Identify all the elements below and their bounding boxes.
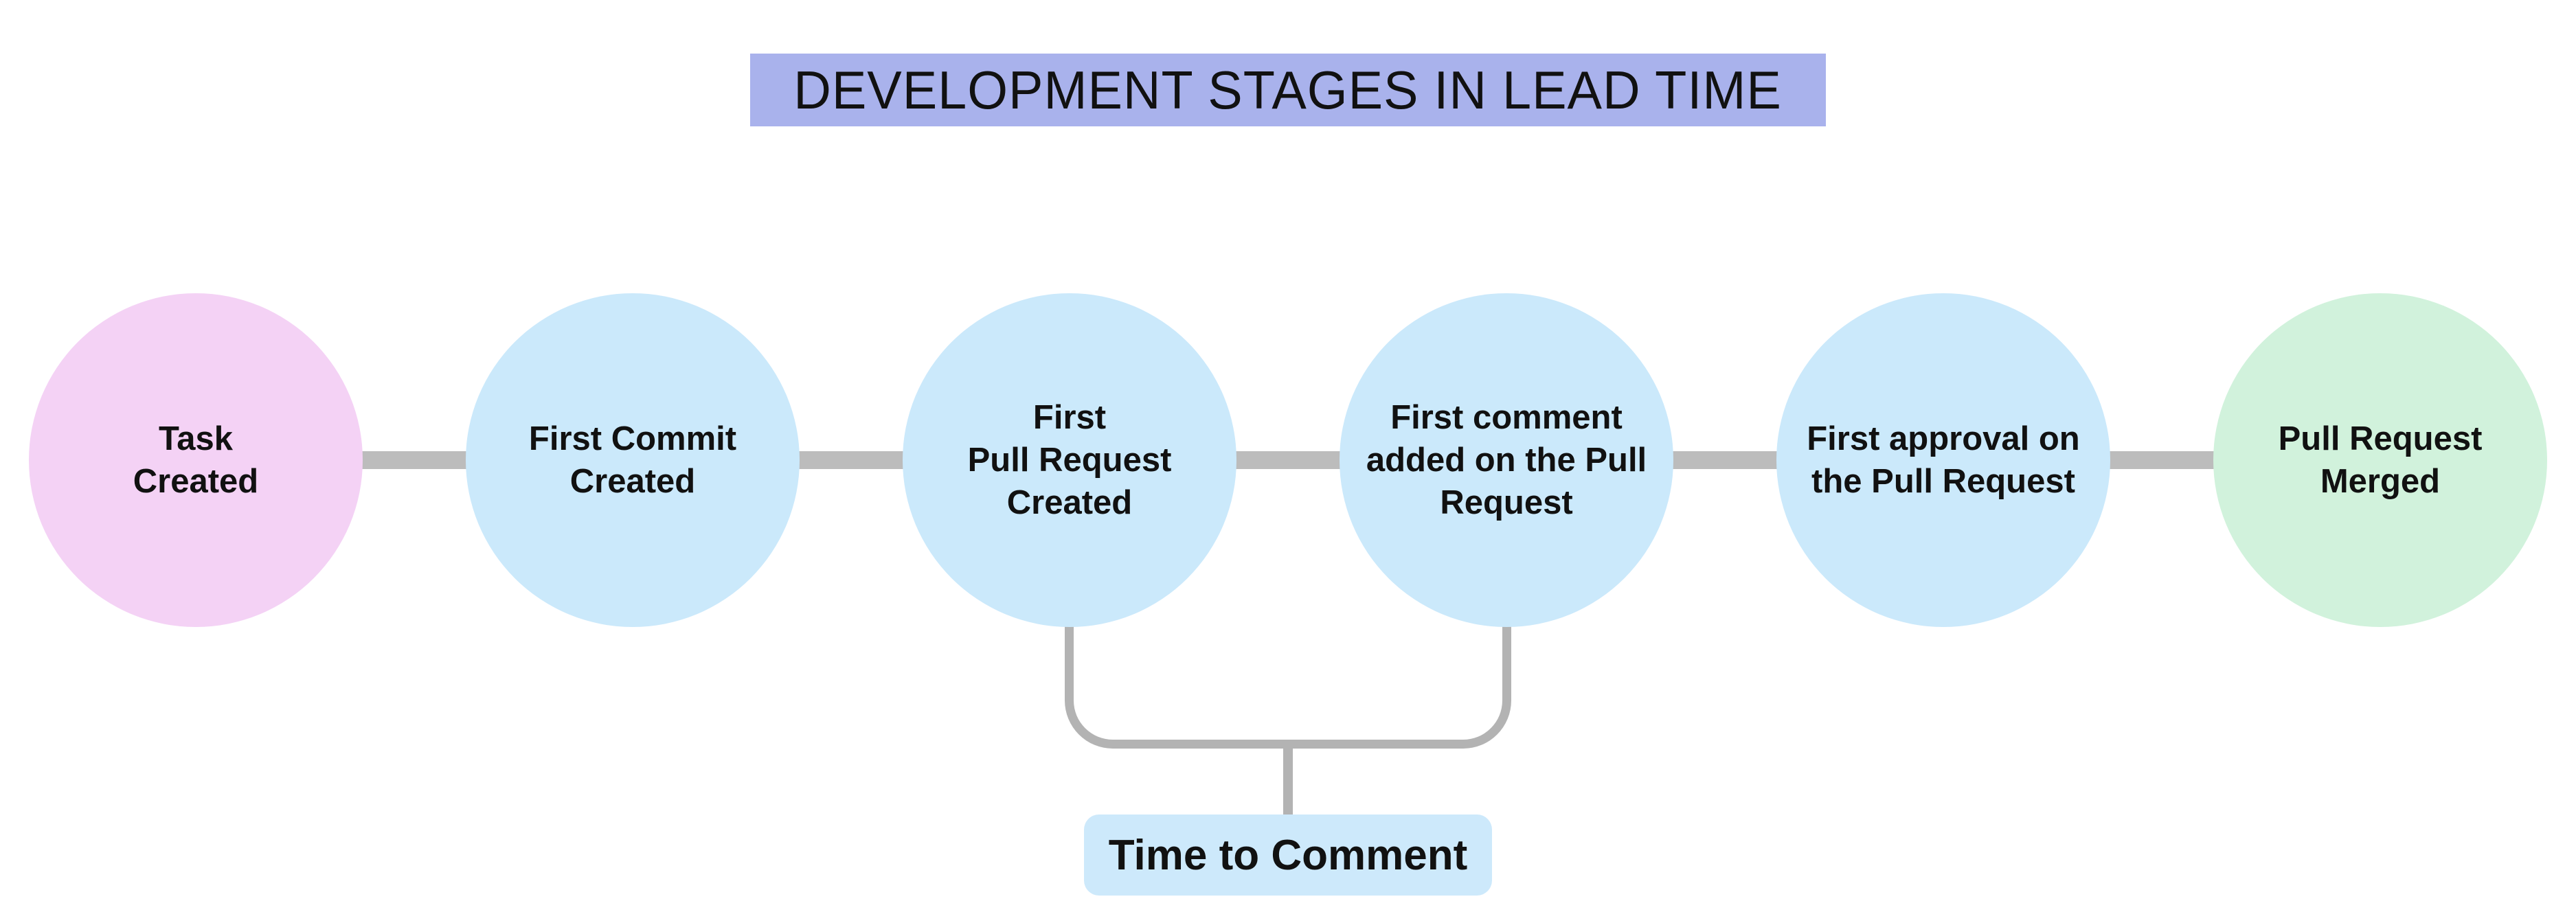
time-to-comment-bracket-stem xyxy=(1283,746,1293,814)
stage-label: First approval on the Pull Request xyxy=(1807,420,2080,500)
stage-circle-first-commit: First Commit Created xyxy=(466,293,800,627)
stage-label: First Pull Request Created xyxy=(967,398,1172,522)
stage-label: First Commit Created xyxy=(528,420,737,500)
stage-circle-first-pull-request: First Pull Request Created xyxy=(903,293,1236,627)
time-to-comment-label: Time to Comment xyxy=(1084,814,1492,896)
stage-label: Pull Request Merged xyxy=(2278,420,2483,500)
page-title: DEVELOPMENT STAGES IN LEAD TIME xyxy=(793,59,1783,120)
title-banner: DEVELOPMENT STAGES IN LEAD TIME xyxy=(750,54,1826,126)
stage-circle-task-created: Task Created xyxy=(29,293,363,627)
stage-circle-first-comment: First comment added on the Pull Request xyxy=(1340,293,1673,627)
stage-label: First comment added on the Pull Request xyxy=(1366,398,1647,522)
stage-label: Task Created xyxy=(133,420,259,500)
annotation-text: Time to Comment xyxy=(1108,831,1468,879)
time-to-comment-bracket xyxy=(1065,615,1511,749)
stage-circle-first-approval: First approval on the Pull Request xyxy=(1776,293,2110,627)
stage-circle-pull-request-merged: Pull Request Merged xyxy=(2213,293,2547,627)
